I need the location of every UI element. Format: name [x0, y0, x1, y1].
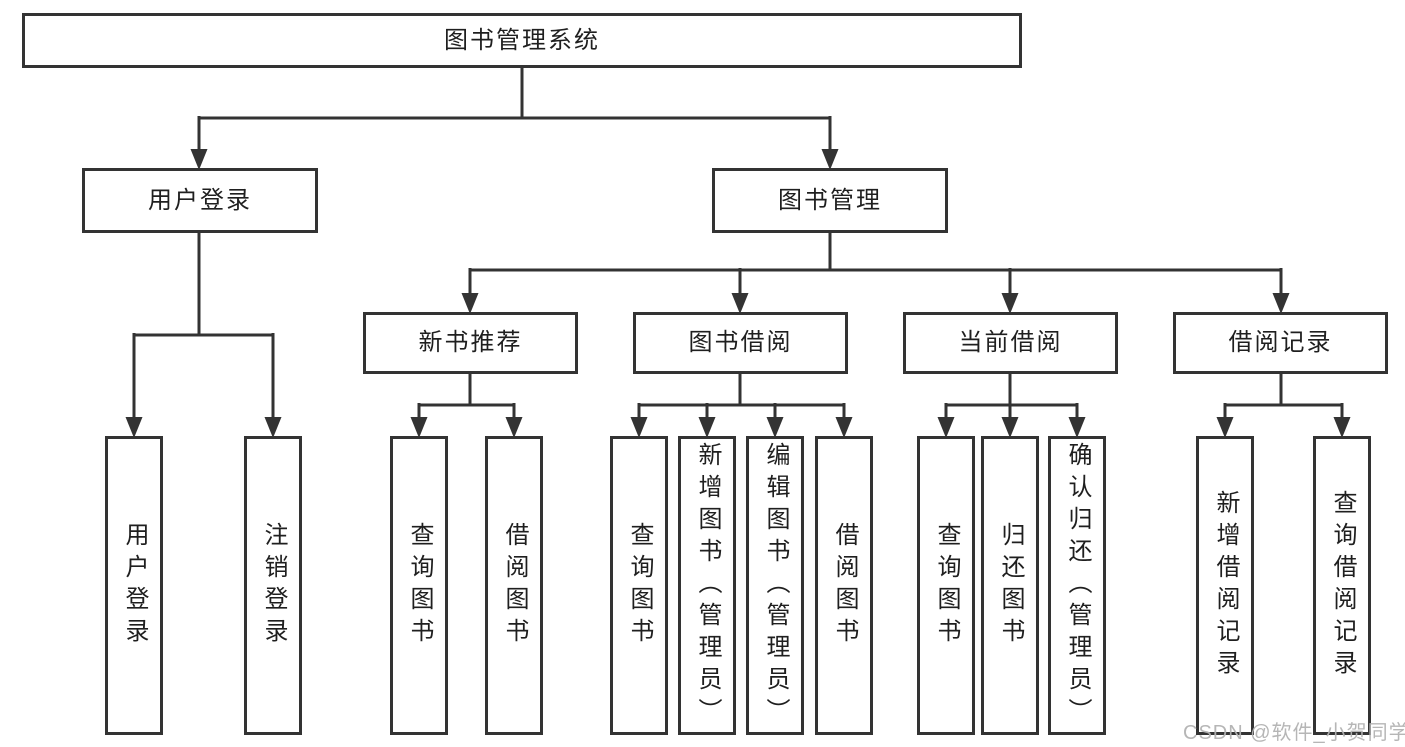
- node-root-system: 图书管理系统: [22, 13, 1022, 68]
- leaf-borrow-books: 借阅图书: [815, 436, 873, 735]
- leaf-confirm-return-admin: 确认归还（管理员）: [1048, 436, 1106, 735]
- leaf-borrow-query-books: 查询图书: [610, 436, 668, 735]
- leaf-logout: 注销登录: [244, 436, 302, 735]
- leaf-current-query-books: 查询图书: [917, 436, 975, 735]
- node-current-borrow: 当前借阅: [903, 312, 1118, 374]
- node-new-book-recommend: 新书推荐: [363, 312, 578, 374]
- leaf-recommend-query-books: 查询图书: [390, 436, 448, 735]
- node-borrow-records: 借阅记录: [1173, 312, 1388, 374]
- node-user-login: 用户登录: [82, 168, 318, 233]
- node-book-borrow: 图书借阅: [633, 312, 848, 374]
- csdn-watermark: CSDN @软件_小贺同学: [1183, 722, 1405, 744]
- leaf-return-books: 归还图书: [981, 436, 1039, 735]
- leaf-recommend-borrow-books: 借阅图书: [485, 436, 543, 735]
- leaf-add-borrow-record: 新增借阅记录: [1196, 436, 1254, 735]
- leaf-add-books-admin: 新增图书（管理员）: [678, 436, 736, 735]
- leaf-user-login: 用户登录: [105, 436, 163, 735]
- leaf-edit-books-admin: 编辑图书（管理员）: [746, 436, 804, 735]
- leaf-query-borrow-record: 查询借阅记录: [1313, 436, 1371, 735]
- node-book-management: 图书管理: [712, 168, 948, 233]
